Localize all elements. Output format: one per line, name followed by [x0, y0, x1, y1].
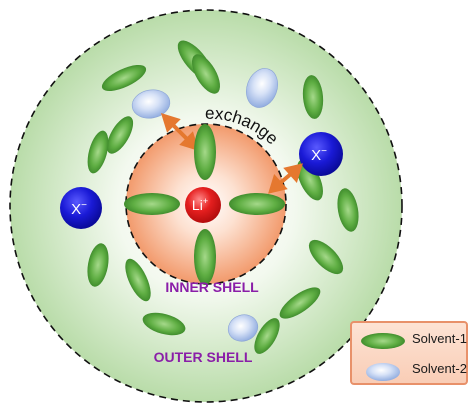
solvent-1-molecule [101, 64, 147, 92]
solvent-1-molecule-bottom [194, 229, 216, 285]
outer-shell-boundary [9, 9, 403, 403]
solvent-1-molecule [308, 239, 344, 275]
solvent-1-molecule [87, 243, 109, 287]
solvent-1-molecule [279, 287, 321, 319]
solvent-1-molecule [337, 188, 359, 232]
solvent-2-molecule [131, 89, 171, 119]
legend-label-solvent-2: Solvent-2 [412, 361, 467, 376]
solvent-2-molecule [246, 68, 278, 108]
solvent-2-molecule [227, 314, 259, 342]
inner-solvent-1-group [124, 124, 285, 285]
solvent-1-molecule [297, 159, 323, 201]
exchange-arrows [160, 112, 303, 194]
exchange-arrow-right-head-a [268, 174, 288, 194]
solvent-1-molecule [125, 258, 151, 302]
solvent-1-molecule-top [194, 124, 216, 180]
solvent-1-molecule [142, 312, 186, 336]
solvent-1-molecule [254, 318, 280, 354]
exchange-arrow-left [170, 122, 190, 142]
solvent-1-molecule [302, 75, 324, 119]
anion-left-label: X− [71, 200, 87, 218]
exchange-arrow-left-head-a [160, 112, 181, 133]
exchange-arrow-right-head-b [283, 163, 303, 183]
inner-shell-label: INNER SHELL [165, 279, 259, 295]
anion-right [299, 132, 343, 176]
li-ion-charge: + [203, 196, 208, 206]
green-ellipse-icon [361, 333, 405, 349]
anion-right-label: X− [311, 146, 327, 164]
blue-ellipse-icon [366, 363, 400, 381]
anion-left-sphere [60, 187, 102, 229]
solvent-1-molecule-left [124, 193, 180, 215]
exchange-arrow-left-head-b [179, 131, 200, 152]
li-ion [185, 187, 221, 223]
solvent-1-molecule [106, 116, 134, 154]
outer-solvent-1-group [87, 40, 359, 354]
li-ion-label: Li+ [192, 196, 208, 213]
legend: Solvent-1 Solvent-2 [350, 321, 468, 385]
anion-right-charge: − [321, 146, 327, 157]
legend-label-solvent-1: Solvent-1 [412, 331, 467, 346]
solvent-2-group [131, 68, 278, 342]
solvent-1-molecule [87, 130, 109, 174]
anion-left-charge: − [81, 200, 87, 211]
anion-left [60, 187, 102, 229]
legend-item-solvent-1: Solvent-1 [358, 326, 467, 354]
solvent-1-molecule-right [229, 193, 285, 215]
outer-shell-label: OUTER SHELL [154, 349, 253, 365]
legend-item-solvent-2: Solvent-2 [358, 356, 467, 384]
anion-right-sphere [299, 132, 343, 176]
solvent-1-molecule [192, 54, 220, 94]
